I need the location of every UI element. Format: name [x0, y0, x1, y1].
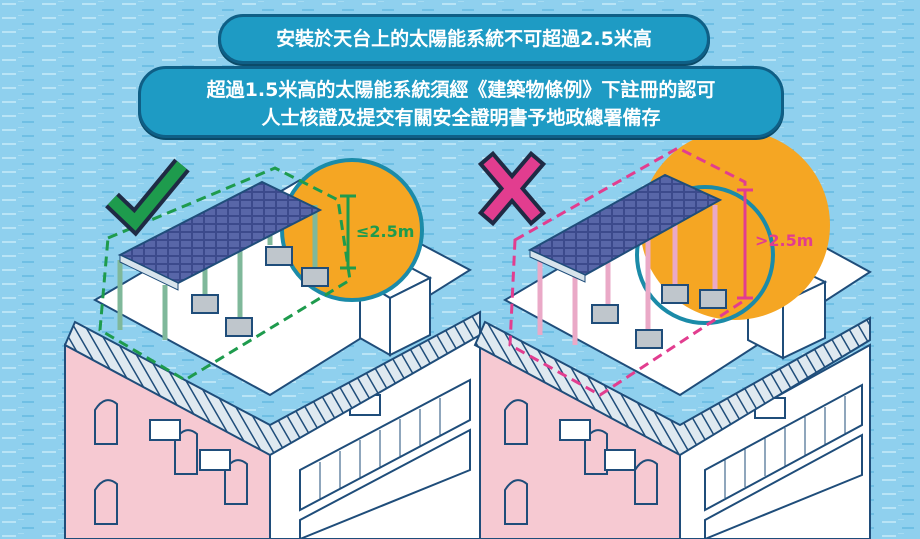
certification-banner: 超過1.5米高的太陽能系統須經《建築物條例》下註冊的認可 人士核證及提交有關安全… — [138, 66, 784, 138]
not-allowed-height-label: >2.5m — [755, 231, 813, 250]
certification-text-line1: 超過1.5米高的太陽能系統須經《建築物條例》下註冊的認可 — [206, 79, 716, 101]
cross-mark-icon — [477, 150, 547, 227]
left-building — [63, 158, 481, 539]
height-limit-text: 安裝於天台上的太陽能系統不可超過2.5米高 — [276, 28, 652, 50]
allowed-height-label: ≤2.5m — [356, 222, 414, 241]
check-mark-icon — [105, 158, 190, 237]
height-limit-banner: 安裝於天台上的太陽能系統不可超過2.5米高 — [218, 14, 710, 64]
certification-text-line2: 人士核證及提交有關安全證明書予地政總署備存 — [261, 107, 661, 129]
right-building — [473, 130, 872, 539]
